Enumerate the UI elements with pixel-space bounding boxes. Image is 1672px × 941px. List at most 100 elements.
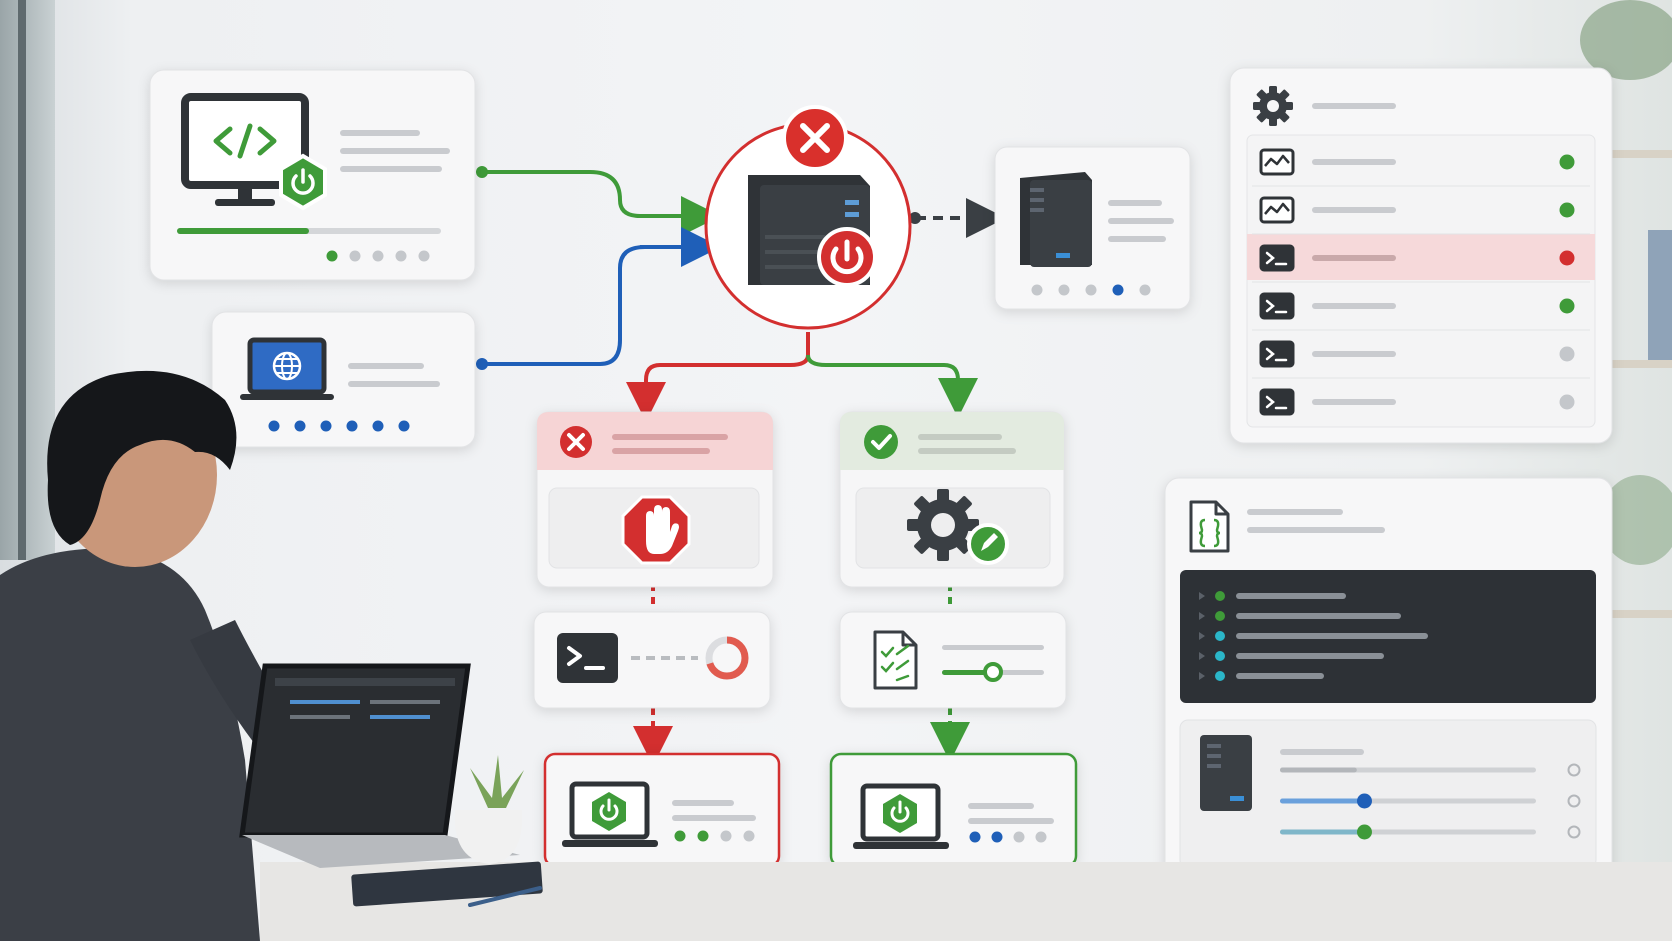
service-row[interactable] — [1252, 281, 1590, 320]
laptop-ui-bar — [275, 678, 455, 686]
checklist-document-icon — [873, 630, 918, 690]
laptop-ui-line — [370, 715, 430, 719]
status-dots — [969, 831, 1047, 843]
log-text-line — [1236, 613, 1401, 619]
service-row[interactable] — [1259, 148, 1575, 176]
status-dot — [1559, 298, 1575, 314]
failure-branch-card[interactable] — [536, 411, 774, 588]
log-line — [1199, 631, 1428, 641]
gear-edit-icon — [907, 489, 1009, 565]
status-dot — [398, 420, 410, 432]
failure-step-card[interactable] — [533, 611, 771, 709]
placeholder-line — [968, 803, 1034, 809]
config-slider[interactable] — [1280, 763, 1581, 777]
central-server-node[interactable] — [704, 105, 912, 330]
radio-toggle[interactable] — [1567, 763, 1581, 777]
slider-handle[interactable] — [1356, 824, 1372, 840]
placeholder-line — [348, 363, 424, 369]
laptop-power-icon — [562, 781, 658, 847]
notebook — [351, 861, 543, 907]
log-text-line — [1236, 673, 1324, 679]
log-line — [1199, 671, 1324, 681]
status-dot — [1559, 394, 1575, 410]
placeholder-line — [340, 148, 450, 154]
log-line — [1199, 651, 1384, 661]
secondary-server-card[interactable] — [994, 146, 1191, 310]
radio-toggle[interactable] — [1567, 825, 1581, 839]
log-text-line — [1236, 593, 1346, 599]
service-row[interactable] — [1252, 329, 1590, 368]
terminal-icon — [1259, 244, 1295, 272]
status-dot — [1559, 250, 1575, 266]
laptop-ui-line — [290, 700, 360, 704]
code-monitor-icon — [181, 93, 309, 206]
globe-laptop-icon — [240, 337, 334, 400]
placeholder-line — [942, 645, 1044, 650]
log-dot — [1215, 591, 1225, 601]
placeholder-line — [672, 815, 756, 821]
config-slider[interactable] — [1280, 824, 1581, 840]
power-on-badge — [279, 153, 327, 211]
pagination-dots — [1031, 284, 1151, 296]
slider-fill — [1280, 798, 1365, 804]
placeholder-line — [1108, 236, 1166, 242]
status-dot — [395, 250, 407, 262]
connector-dot — [476, 166, 488, 178]
slider-handle[interactable] — [1356, 793, 1372, 809]
slider-handle[interactable] — [983, 662, 1003, 682]
success-result-card[interactable] — [829, 752, 1078, 868]
status-dot — [1139, 284, 1151, 296]
placeholder-line — [348, 381, 440, 387]
config-panel[interactable] — [1164, 477, 1613, 889]
connector-dev-to-server — [478, 170, 705, 218]
json-file-icon — [1189, 500, 1230, 553]
placeholder-line — [672, 800, 734, 806]
laptop-ui-line — [290, 715, 350, 719]
services-panel[interactable] — [1229, 67, 1613, 444]
log-dot — [1215, 671, 1225, 681]
dev-workstation-card[interactable] — [149, 69, 476, 281]
status-dot — [1559, 346, 1575, 362]
success-step-card[interactable] — [839, 611, 1067, 709]
power-icon — [817, 227, 877, 287]
status-dot — [372, 420, 384, 432]
status-dot — [697, 830, 709, 842]
placeholder-line — [1312, 303, 1396, 309]
status-dot — [1559, 202, 1575, 218]
status-dot — [1013, 831, 1025, 843]
config-slider[interactable] — [1280, 793, 1581, 809]
placeholder-line — [1247, 527, 1385, 533]
radio-toggle[interactable] — [1567, 794, 1581, 808]
service-row[interactable] — [1247, 233, 1595, 280]
shelf-plant-background — [1580, 0, 1672, 618]
placeholder-line — [1280, 749, 1364, 755]
person-at-laptop — [0, 370, 1672, 941]
log-dot — [1215, 651, 1225, 661]
placeholder-line — [612, 448, 710, 454]
status-dot — [1031, 284, 1043, 296]
failure-result-card[interactable] — [543, 752, 781, 868]
laptop-base — [242, 835, 520, 868]
placeholder-line — [612, 434, 728, 440]
placeholder-line — [340, 130, 420, 136]
status-dot — [1559, 154, 1575, 170]
error-x-icon — [560, 426, 592, 458]
gear-icon — [1253, 86, 1293, 126]
service-row[interactable] — [1252, 377, 1590, 416]
status-dot — [969, 831, 981, 843]
terminal-icon — [1259, 340, 1295, 368]
placeholder-line — [340, 166, 442, 172]
log-line — [1199, 591, 1346, 601]
server-tower-icon — [1020, 172, 1092, 267]
status-dot — [1085, 284, 1097, 296]
laptop-screen — [239, 663, 471, 838]
web-laptop-card[interactable] — [211, 311, 476, 448]
success-branch-card[interactable] — [839, 411, 1065, 588]
error-x-icon — [782, 105, 848, 171]
pagination-dots — [268, 420, 410, 432]
service-row[interactable] — [1252, 185, 1590, 224]
laptop-ui-line — [370, 700, 440, 704]
status-dot — [326, 250, 338, 262]
loading-ring-icon — [705, 636, 749, 680]
